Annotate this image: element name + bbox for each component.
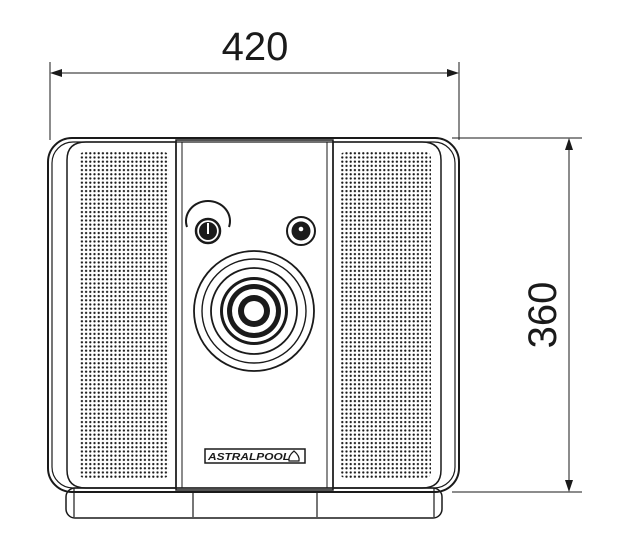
outer-housing-inner-edge <box>51 141 456 489</box>
right-speaker-grille <box>340 152 431 478</box>
center-panel <box>175 139 334 491</box>
width-dimension: 420 <box>49 25 460 140</box>
knob-icon[interactable] <box>185 200 231 245</box>
right-grille-panel <box>332 141 442 489</box>
left-speaker-grille <box>79 152 169 478</box>
brand-logo: ASTRALPOOL <box>204 448 306 464</box>
jet-nozzle-icon[interactable] <box>193 250 315 372</box>
brand-logo-text: ASTRALPOOL <box>207 452 290 463</box>
width-label: 420 <box>222 25 289 69</box>
height-dimension: 360 <box>452 137 582 493</box>
pool-jet-unit: ASTRALPOOL <box>47 137 460 519</box>
knob-icon[interactable] <box>286 216 316 246</box>
left-grille-panel <box>66 141 177 489</box>
height-label: 360 <box>521 282 565 349</box>
outer-housing <box>47 137 460 493</box>
